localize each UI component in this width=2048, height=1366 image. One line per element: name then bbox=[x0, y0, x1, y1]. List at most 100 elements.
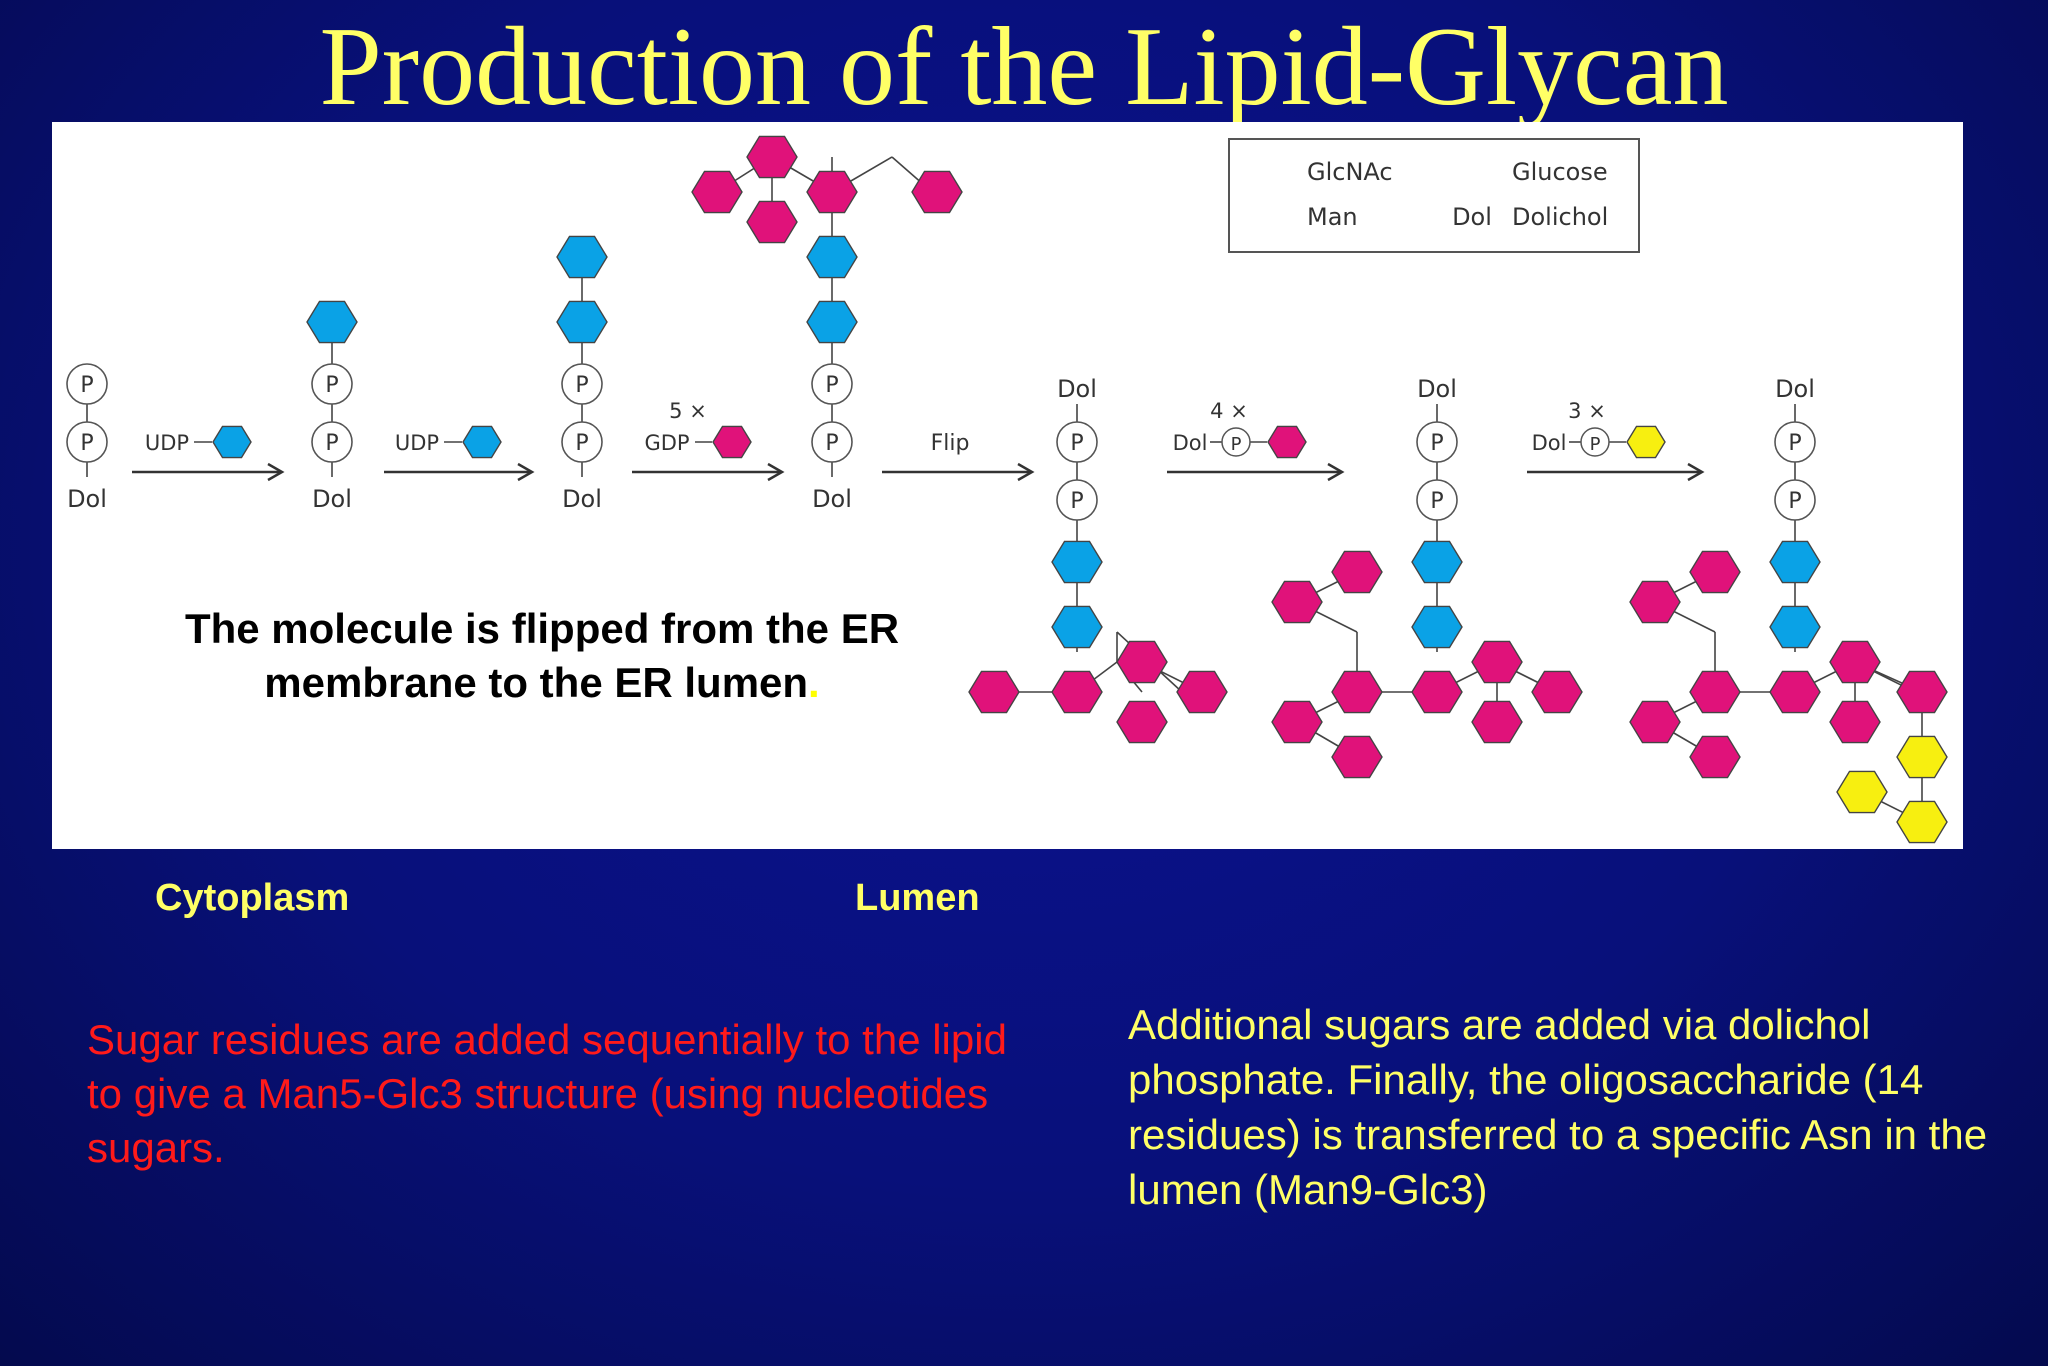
phosphate-label: P bbox=[1070, 489, 1083, 514]
phosphate-label: P bbox=[1788, 431, 1801, 456]
man-hexagon bbox=[1331, 550, 1383, 594]
udp-label: UDP bbox=[395, 431, 439, 455]
phosphate-circle bbox=[811, 363, 853, 405]
legend-box bbox=[1228, 138, 1640, 253]
sugar-addition-note: Sugar residues are added sequentially to… bbox=[87, 1016, 1007, 1171]
phosphate-circle bbox=[811, 421, 853, 463]
man-hexagon bbox=[746, 135, 798, 179]
glcnac-hexagon bbox=[1769, 540, 1821, 584]
gdp-label: GDP bbox=[644, 431, 689, 455]
phosphate-label: P bbox=[1590, 434, 1601, 455]
phosphate-label: P bbox=[825, 431, 838, 456]
glcnac-hexagon bbox=[1051, 605, 1103, 649]
phosphate-label: P bbox=[325, 373, 338, 398]
phosphate-circle bbox=[1774, 479, 1816, 521]
phosphate-circle bbox=[1221, 427, 1251, 457]
man-hexagon bbox=[1051, 670, 1103, 714]
phosphate-label: P bbox=[1430, 431, 1443, 456]
slide-title: Production of the Lipid-Glycan bbox=[319, 5, 1729, 129]
man-hexagon bbox=[1331, 735, 1383, 779]
glucose-hexagon bbox=[1836, 770, 1888, 814]
man-hexagon bbox=[1829, 700, 1881, 744]
glcnac-hexagon bbox=[1411, 605, 1463, 649]
phosphate-circle bbox=[1416, 479, 1458, 521]
flip-note-text: The molecule is flipped from the ER memb… bbox=[184, 605, 900, 706]
man-hexagon bbox=[1411, 670, 1463, 714]
man-hexagon bbox=[1531, 670, 1583, 714]
step5-arrow-head bbox=[1327, 462, 1345, 482]
glucose-hexagon bbox=[1896, 735, 1948, 779]
man-hexagon bbox=[1116, 640, 1168, 684]
dolichol-label: Dol bbox=[1057, 375, 1097, 403]
glcnac-hexagon bbox=[556, 235, 608, 279]
phosphate-label: P bbox=[575, 373, 588, 398]
dolichol-label: Dol bbox=[812, 485, 852, 513]
glcnac-hexagon bbox=[306, 300, 358, 344]
man-hexagon bbox=[1689, 550, 1741, 594]
step3-arrow-head bbox=[767, 462, 785, 482]
legend-dolichol-label: Dolichol bbox=[1512, 203, 1608, 231]
man-hexagon bbox=[1769, 670, 1821, 714]
step2-arrow-head bbox=[517, 462, 535, 482]
man-hexagon bbox=[911, 170, 963, 214]
man-hexagon bbox=[1689, 735, 1741, 779]
phosphate-label: P bbox=[325, 431, 338, 456]
cytoplasm-label: Cytoplasm bbox=[155, 877, 350, 919]
step6-arrow-head bbox=[1687, 462, 1705, 482]
phosphate-circle bbox=[1056, 479, 1098, 521]
glucose-hexagon bbox=[1896, 800, 1948, 844]
man-hexagon bbox=[691, 170, 743, 214]
lumen-label: Lumen bbox=[855, 877, 980, 919]
phosphate-circle bbox=[66, 421, 108, 463]
legend-glcnac-label: GlcNAc bbox=[1307, 158, 1393, 186]
dolichol-label: Dol bbox=[1775, 375, 1815, 403]
dol-donor-label: Dol bbox=[1532, 431, 1567, 455]
glcnac-hexagon bbox=[1411, 540, 1463, 584]
phosphate-circle bbox=[1774, 421, 1816, 463]
step1-arrow-head bbox=[267, 462, 285, 482]
man-hexagon bbox=[806, 170, 858, 214]
phosphate-circle bbox=[561, 363, 603, 405]
phosphate-circle bbox=[1056, 421, 1098, 463]
man-hexagon bbox=[1267, 425, 1307, 459]
dolichol-transfer-note: Additional sugars are added via dolichol… bbox=[1128, 1001, 1988, 1213]
dol-donor-label: Dol bbox=[1173, 431, 1208, 455]
man-hexagon bbox=[1629, 700, 1681, 744]
phosphate-label: P bbox=[1070, 431, 1083, 456]
man-hexagon bbox=[1331, 670, 1383, 714]
glcnac-hexagon bbox=[212, 425, 252, 459]
dolichol-label: Dol bbox=[67, 485, 107, 513]
dolichol-label: Dol bbox=[312, 485, 352, 513]
man-hexagon bbox=[1829, 640, 1881, 684]
count-label: 4 × bbox=[1210, 399, 1248, 423]
man-hexagon bbox=[1896, 670, 1948, 714]
flip-note-period: . bbox=[808, 659, 820, 706]
count-label: 5 × bbox=[669, 399, 707, 423]
phosphate-label: P bbox=[80, 431, 93, 456]
man-hexagon bbox=[1689, 670, 1741, 714]
glcnac-hexagon bbox=[806, 300, 858, 344]
phosphate-circle bbox=[1580, 427, 1610, 457]
udp-label: UDP bbox=[145, 431, 189, 455]
phosphate-label: P bbox=[80, 373, 93, 398]
dolichol-label: Dol bbox=[562, 485, 602, 513]
phosphate-circle bbox=[561, 421, 603, 463]
man-hexagon bbox=[1271, 700, 1323, 744]
phosphate-label: P bbox=[1231, 434, 1242, 455]
flip-arrow-head bbox=[1017, 462, 1035, 482]
legend-glucose-label: Glucose bbox=[1512, 158, 1608, 186]
man-hexagon bbox=[1116, 700, 1168, 744]
man-hexagon bbox=[1176, 670, 1228, 714]
glcnac-hexagon bbox=[462, 425, 502, 459]
man-hexagon bbox=[746, 200, 798, 244]
flip-note: The molecule is flipped from the ER memb… bbox=[112, 602, 972, 710]
phosphate-circle bbox=[311, 421, 353, 463]
glucose-hexagon bbox=[1626, 425, 1666, 459]
phosphate-circle bbox=[311, 363, 353, 405]
glcnac-hexagon bbox=[1769, 605, 1821, 649]
man-hexagon bbox=[968, 670, 1020, 714]
legend-dol-abbr: Dol bbox=[1452, 203, 1492, 231]
man-hexagon bbox=[712, 425, 752, 459]
phosphate-label: P bbox=[1430, 489, 1443, 514]
